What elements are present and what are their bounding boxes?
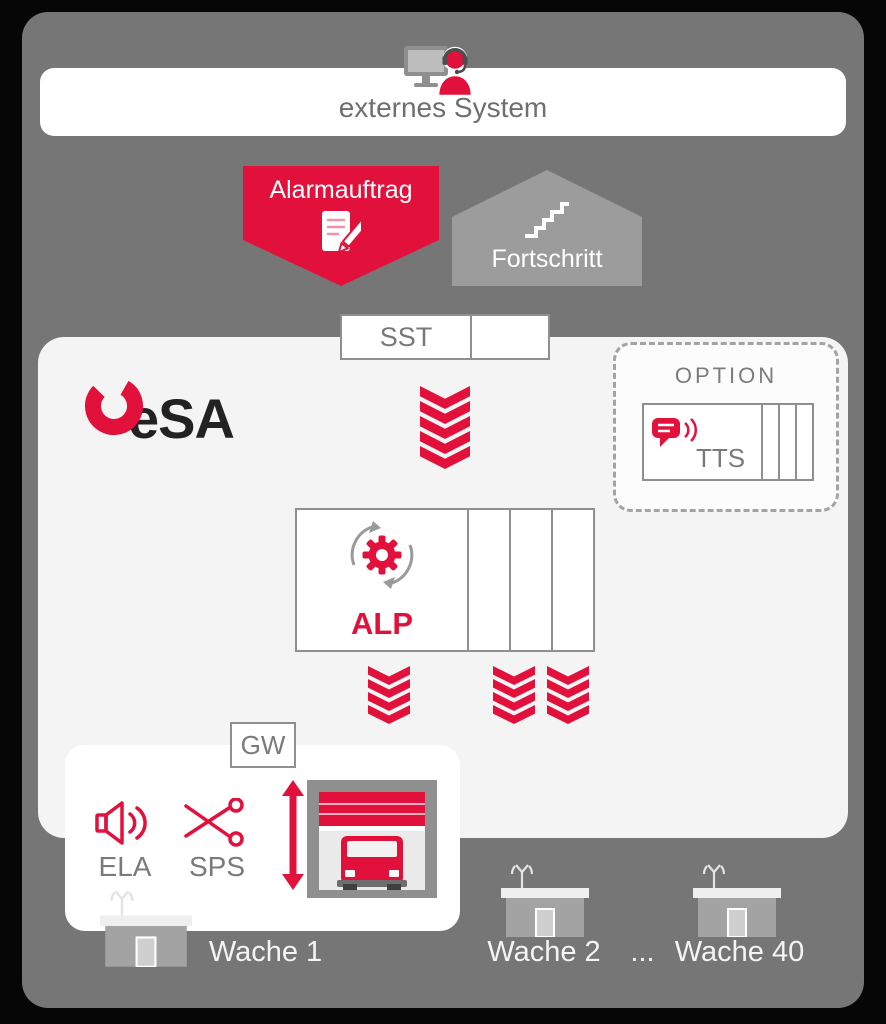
document-pencil-icon <box>321 210 368 265</box>
alp-empty-cell <box>467 510 509 650</box>
station-building-icon <box>501 861 589 942</box>
gateway-label: GW <box>240 729 286 760</box>
alp-label: ALP <box>351 606 413 641</box>
sst-empty-cell <box>470 316 548 358</box>
speaker-icon <box>95 797 155 854</box>
process-gear-icon <box>345 518 419 597</box>
alp-empty-cell <box>509 510 551 650</box>
alp-box: ALP <box>295 508 595 652</box>
speech-sound-icon <box>650 414 702 459</box>
option-box: OPTION TTS <box>613 342 839 512</box>
flow-chevrons-alp-left <box>368 666 410 729</box>
station-building-icon <box>693 861 781 942</box>
up-down-arrow-icon <box>280 780 306 895</box>
tts-main-cell: TTS <box>644 405 761 479</box>
external-system-label: externes System <box>338 92 548 123</box>
sst-label: SST <box>379 321 433 352</box>
station-40-label: Wache 40 <box>674 936 805 968</box>
tts-box: TTS <box>642 403 814 481</box>
esa-logo-icon <box>80 372 148 445</box>
ela-label: ELA <box>98 851 152 882</box>
option-title: OPTION <box>674 363 778 388</box>
esa-logo-text: eSA <box>128 387 235 450</box>
station-2-label: Wache 2 <box>487 936 601 968</box>
flow-chevrons-alp-mid <box>493 666 535 729</box>
station-1-label: Wache 1 <box>208 936 323 968</box>
sps-contact-icon <box>183 797 247 853</box>
up-arrow-shape <box>452 170 642 286</box>
progress-label: Fortschritt <box>491 245 603 273</box>
progress-arrow: Fortschritt <box>452 170 642 286</box>
alarm-order-label: Alarmauftrag <box>269 176 413 204</box>
flow-chevrons-sst <box>420 386 470 474</box>
tts-empty-cell <box>795 405 812 479</box>
stations-ellipsis: ... <box>630 936 655 968</box>
alp-empty-cell <box>551 510 593 650</box>
gateway-label-box: GW <box>230 722 296 768</box>
tts-label: TTS <box>696 443 746 473</box>
alp-main-cell: ALP <box>297 510 467 650</box>
tts-empty-cell <box>761 405 778 479</box>
garage-door-truck-icon <box>307 780 437 903</box>
sst-interface-box: SST <box>340 314 550 360</box>
flow-chevrons-alp-right <box>547 666 589 729</box>
station-building-icon <box>100 887 192 972</box>
support-agent-icon <box>404 42 482 101</box>
tts-empty-cell <box>778 405 795 479</box>
alarm-order-arrow: Alarmauftrag <box>243 166 439 286</box>
sps-label: SPS <box>188 851 246 882</box>
stairs-icon <box>523 202 571 243</box>
